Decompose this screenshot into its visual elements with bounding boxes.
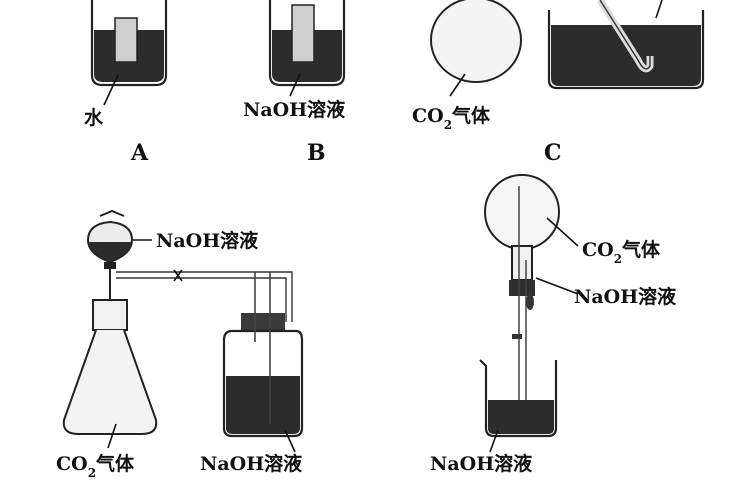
label-b-naoh: NaOH溶液 [243,98,346,121]
panel-d-apparatus [62,209,304,453]
label-a-water: 水 [84,107,104,129]
label-e-dropper-naoh: NaOH溶液 [574,285,677,308]
label-d-flask-co2: CO2气体 [56,452,135,480]
label-c-co2: CO2气体 [412,104,491,132]
caption-a: A [130,140,149,166]
caption-c: C [544,140,562,166]
label-d-bottle-naoh: NaOH溶液 [200,452,303,475]
label-d-funnel-naoh: NaOH溶液 [156,229,259,252]
panel-e-apparatus [479,174,579,453]
panel-c-apparatus [430,0,705,97]
caption-b: B [307,140,326,166]
panel-b-apparatus [268,0,346,97]
label-e-flask-co2: CO2气体 [582,238,661,266]
panel-a-apparatus [90,0,168,106]
label-e-beaker-naoh: NaOH溶液 [430,452,533,475]
